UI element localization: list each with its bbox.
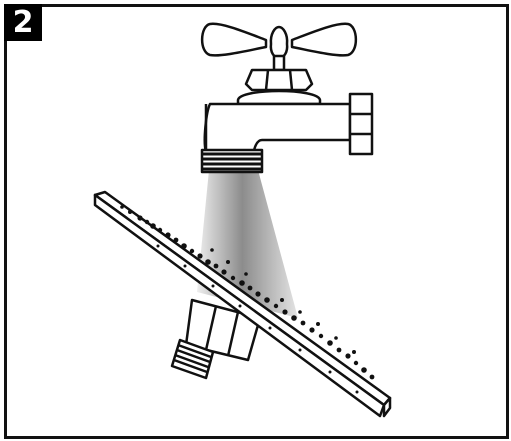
shower-nozzles <box>120 205 375 380</box>
step-number-badge: 2 <box>4 4 42 41</box>
shower-rim-marks <box>156 244 359 394</box>
faucet-thread-lines <box>202 152 262 171</box>
faucet-icon <box>200 22 374 174</box>
